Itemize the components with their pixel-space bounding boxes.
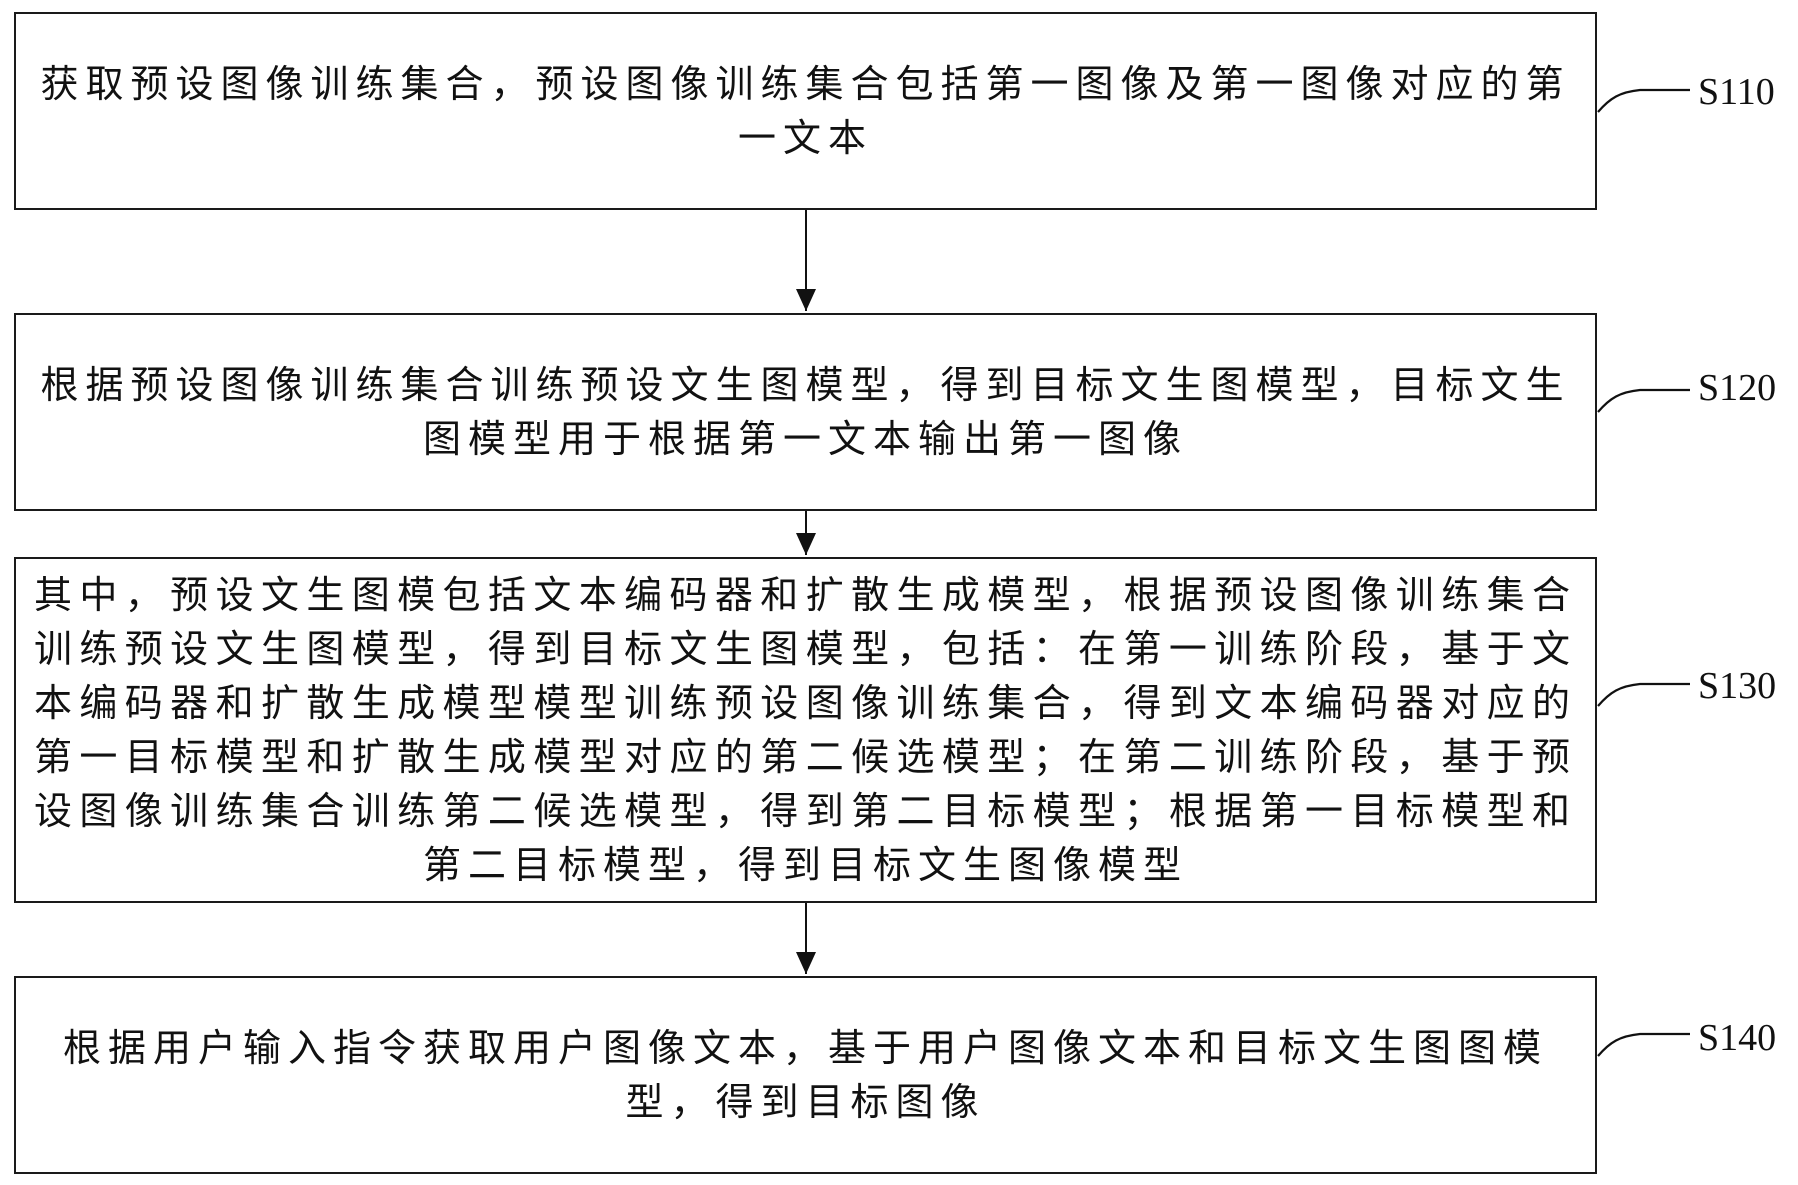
step-label-s110: S110 (1698, 71, 1775, 113)
step-box-s110: 获取预设图像训练集合，预设图像训练集合包括第一图像及第一图像对应的第一文本 (14, 12, 1597, 210)
arrowhead-s120 (796, 289, 816, 311)
label-leaders (1597, 88, 1690, 1057)
step-box-s130: 其中，预设文生图模包括文本编码器和扩散生成模型，根据预设图像训练集合训练预设文生… (14, 557, 1597, 903)
step-label-s130: S130 (1698, 665, 1777, 707)
leader-s120 (1597, 388, 1690, 413)
step-box-s120: 根据预设图像训练集合训练预设文生图模型，得到目标文生图模型，目标文生图模型用于根… (14, 313, 1597, 511)
step-text-s110: 获取预设图像训练集合，预设图像训练集合包括第一图像及第一图像对应的第一文本 (40, 62, 1571, 160)
arrowhead-s130 (796, 533, 816, 555)
leader-s110 (1597, 88, 1690, 113)
step-text-s140: 根据用户输入指令获取用户图像文本，基于用户图像文本和目标文生图图模型，得到目标图… (62, 1026, 1548, 1124)
step-text-s130: 其中，预设文生图模包括文本编码器和扩散生成模型，根据预设图像训练集合训练预设文生… (34, 573, 1577, 887)
arrowhead-s140 (796, 952, 816, 974)
step-box-s140: 根据用户输入指令获取用户图像文本，基于用户图像文本和目标文生图图模型，得到目标图… (14, 976, 1597, 1174)
step-label-s120: S120 (1698, 367, 1777, 409)
leader-s140 (1597, 1032, 1690, 1057)
step-label-s140: S140 (1698, 1017, 1777, 1059)
step-text-s120: 根据预设图像训练集合训练预设文生图模型，得到目标文生图模型，目标文生图模型用于根… (40, 363, 1571, 461)
leader-s130 (1597, 682, 1690, 707)
